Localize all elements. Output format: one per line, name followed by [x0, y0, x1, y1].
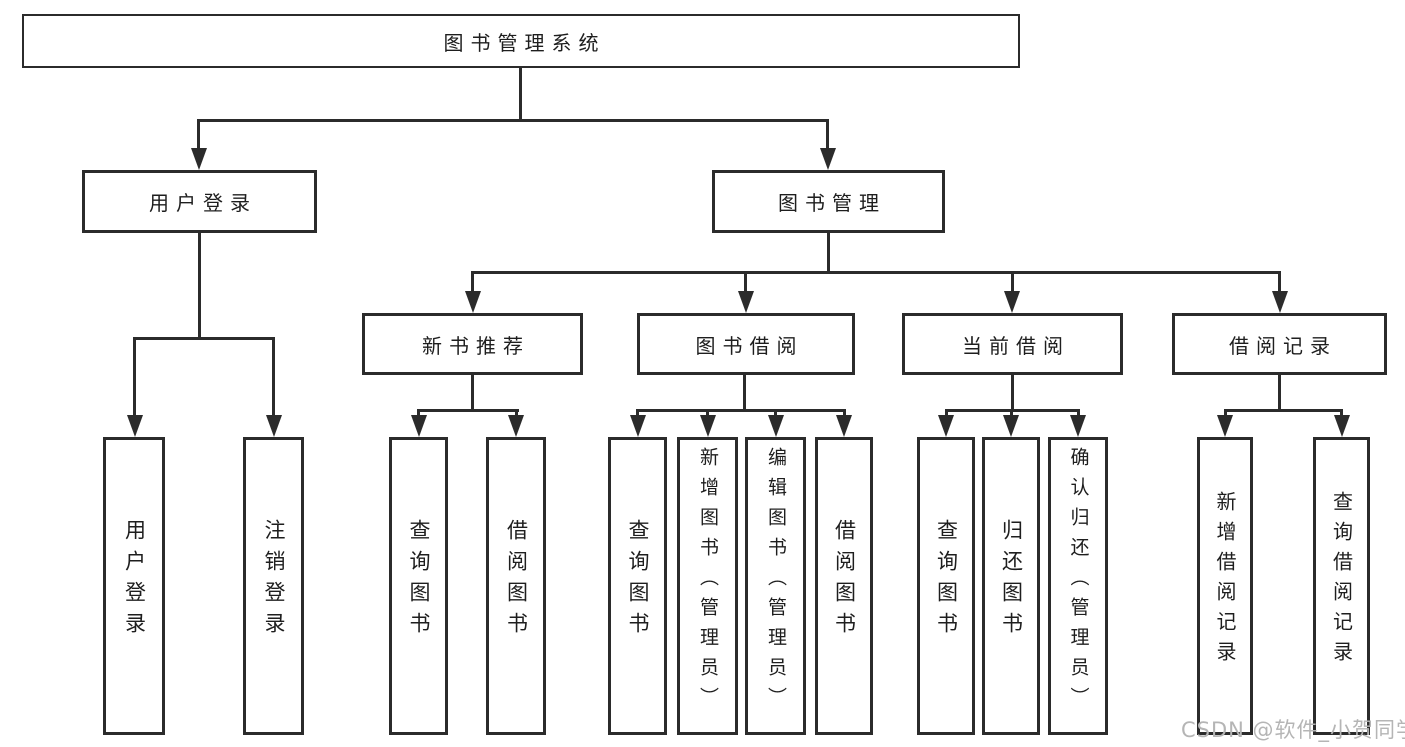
leaf-newbook-borrow-label: 借阅图书 — [504, 519, 529, 643]
connector-drop-leaf — [272, 337, 275, 417]
arrow-down-icon — [836, 415, 852, 437]
arrow-down-icon — [630, 415, 646, 437]
connector-drop-group — [1278, 271, 1281, 293]
node-user-login-label: 用户登录 — [149, 191, 257, 215]
arrow-down-icon — [738, 291, 754, 313]
connector-book-management-rail — [471, 271, 1281, 274]
node-new-book-recommend-label: 新书推荐 — [422, 333, 530, 358]
connector-borrowrecord-stem — [1278, 373, 1281, 411]
arrow-down-icon — [768, 415, 784, 437]
connector-drop-leaf — [515, 409, 518, 419]
connector-newbook-rail — [417, 409, 519, 412]
arrow-down-icon — [266, 415, 282, 437]
leaf-record-add: 新增借阅记录 — [1197, 437, 1253, 735]
connector-drop-leaf — [1224, 409, 1227, 419]
arrow-down-icon — [700, 415, 716, 437]
arrow-down-icon — [938, 415, 954, 437]
node-book-management-label: 图书管理 — [778, 191, 886, 215]
leaf-newbook-query: 查询图书 — [389, 437, 448, 735]
leaf-current-query: 查询图书 — [917, 437, 975, 735]
arrow-down-icon — [508, 415, 524, 437]
connector-drop-leaf — [636, 409, 639, 419]
node-book-borrow-label: 图书借阅 — [695, 333, 804, 358]
leaf-logout-label: 注销登录 — [262, 519, 286, 643]
connector-book-management-stem — [827, 231, 830, 271]
leaf-borrow-add-admin: 新增图书（管理员） — [677, 437, 738, 735]
arrow-down-icon — [1004, 291, 1020, 313]
leaf-record-query-label: 查询借阅记录 — [1329, 491, 1354, 671]
leaf-borrow-add-admin-label: 新增图书（管理员） — [697, 447, 719, 717]
leaf-borrow-edit-admin-label: 编辑图书（管理员） — [765, 447, 787, 717]
connector-bookborrow-stem — [743, 373, 746, 411]
connector-drop-leaf — [706, 409, 709, 419]
arrow-down-icon — [1272, 291, 1288, 313]
arrow-down-icon — [1070, 415, 1086, 437]
leaf-newbook-borrow: 借阅图书 — [486, 437, 546, 735]
connector-newbook-stem — [471, 373, 474, 411]
connector-bookborrow-rail — [636, 409, 846, 412]
node-current-borrow-label: 当前借阅 — [962, 333, 1070, 358]
connector-user-login-rail — [133, 337, 275, 340]
leaf-borrow-query-label: 查询图书 — [626, 519, 650, 643]
leaf-current-query-label: 查询图书 — [934, 519, 959, 643]
leaf-current-return: 归还图书 — [982, 437, 1040, 735]
connector-drop-group — [744, 271, 747, 293]
connector-drop-leaf — [1340, 409, 1343, 419]
arrow-down-icon — [1217, 415, 1233, 437]
node-borrow-record: 借阅记录 — [1172, 313, 1387, 375]
csdn-watermark: CSDN @软件_小贺同学 — [1181, 718, 1405, 742]
connector-drop-leaf — [1077, 409, 1080, 419]
connector-drop-book-management — [826, 119, 829, 150]
connector-drop-group — [1011, 271, 1014, 293]
connector-drop-user-login — [197, 119, 200, 150]
arrow-down-icon — [1003, 415, 1019, 437]
connector-root-stem — [519, 66, 522, 119]
connector-drop-leaf — [945, 409, 948, 419]
node-new-book-recommend: 新书推荐 — [362, 313, 583, 375]
leaf-logout: 注销登录 — [243, 437, 304, 735]
leaf-borrow-book-label: 借阅图书 — [832, 519, 857, 643]
arrow-down-icon — [191, 148, 207, 170]
node-root-label: 图书管理系统 — [443, 30, 606, 55]
node-root: 图书管理系统 — [22, 14, 1020, 68]
arrow-down-icon — [1334, 415, 1350, 437]
connector-borrowrecord-rail — [1224, 409, 1343, 412]
connector-drop-leaf — [133, 337, 136, 417]
leaf-current-confirm-admin-label: 确认归还（管理员） — [1067, 447, 1090, 717]
connector-drop-leaf — [843, 409, 846, 419]
connector-drop-leaf — [417, 409, 420, 419]
connector-user-login-stem — [198, 231, 201, 337]
arrow-down-icon — [465, 291, 481, 313]
connector-drop-leaf — [774, 409, 777, 419]
leaf-borrow-edit-admin: 编辑图书（管理员） — [745, 437, 806, 735]
leaf-borrow-book: 借阅图书 — [815, 437, 873, 735]
arrow-down-icon — [820, 148, 836, 170]
leaf-current-return-label: 归还图书 — [999, 519, 1024, 643]
arrow-down-icon — [411, 415, 427, 437]
node-borrow-record-label: 借阅记录 — [1229, 333, 1337, 358]
leaf-record-query: 查询借阅记录 — [1313, 437, 1370, 735]
leaf-newbook-query-label: 查询图书 — [407, 519, 431, 643]
connector-drop-leaf — [1010, 409, 1013, 419]
node-current-borrow: 当前借阅 — [902, 313, 1123, 375]
node-user-login: 用户登录 — [82, 170, 317, 233]
leaf-record-add-label: 新增借阅记录 — [1213, 491, 1237, 671]
leaf-borrow-query: 查询图书 — [608, 437, 667, 735]
node-book-management: 图书管理 — [712, 170, 945, 233]
connector-root-rail — [197, 119, 829, 122]
leaf-user-login-label: 用户登录 — [122, 519, 147, 643]
arrow-down-icon — [127, 415, 143, 437]
leaf-current-confirm-admin: 确认归还（管理员） — [1048, 437, 1108, 735]
connector-currentborrow-stem — [1011, 373, 1014, 411]
connector-drop-group — [471, 271, 474, 293]
leaf-user-login: 用户登录 — [103, 437, 165, 735]
node-book-borrow: 图书借阅 — [637, 313, 855, 375]
